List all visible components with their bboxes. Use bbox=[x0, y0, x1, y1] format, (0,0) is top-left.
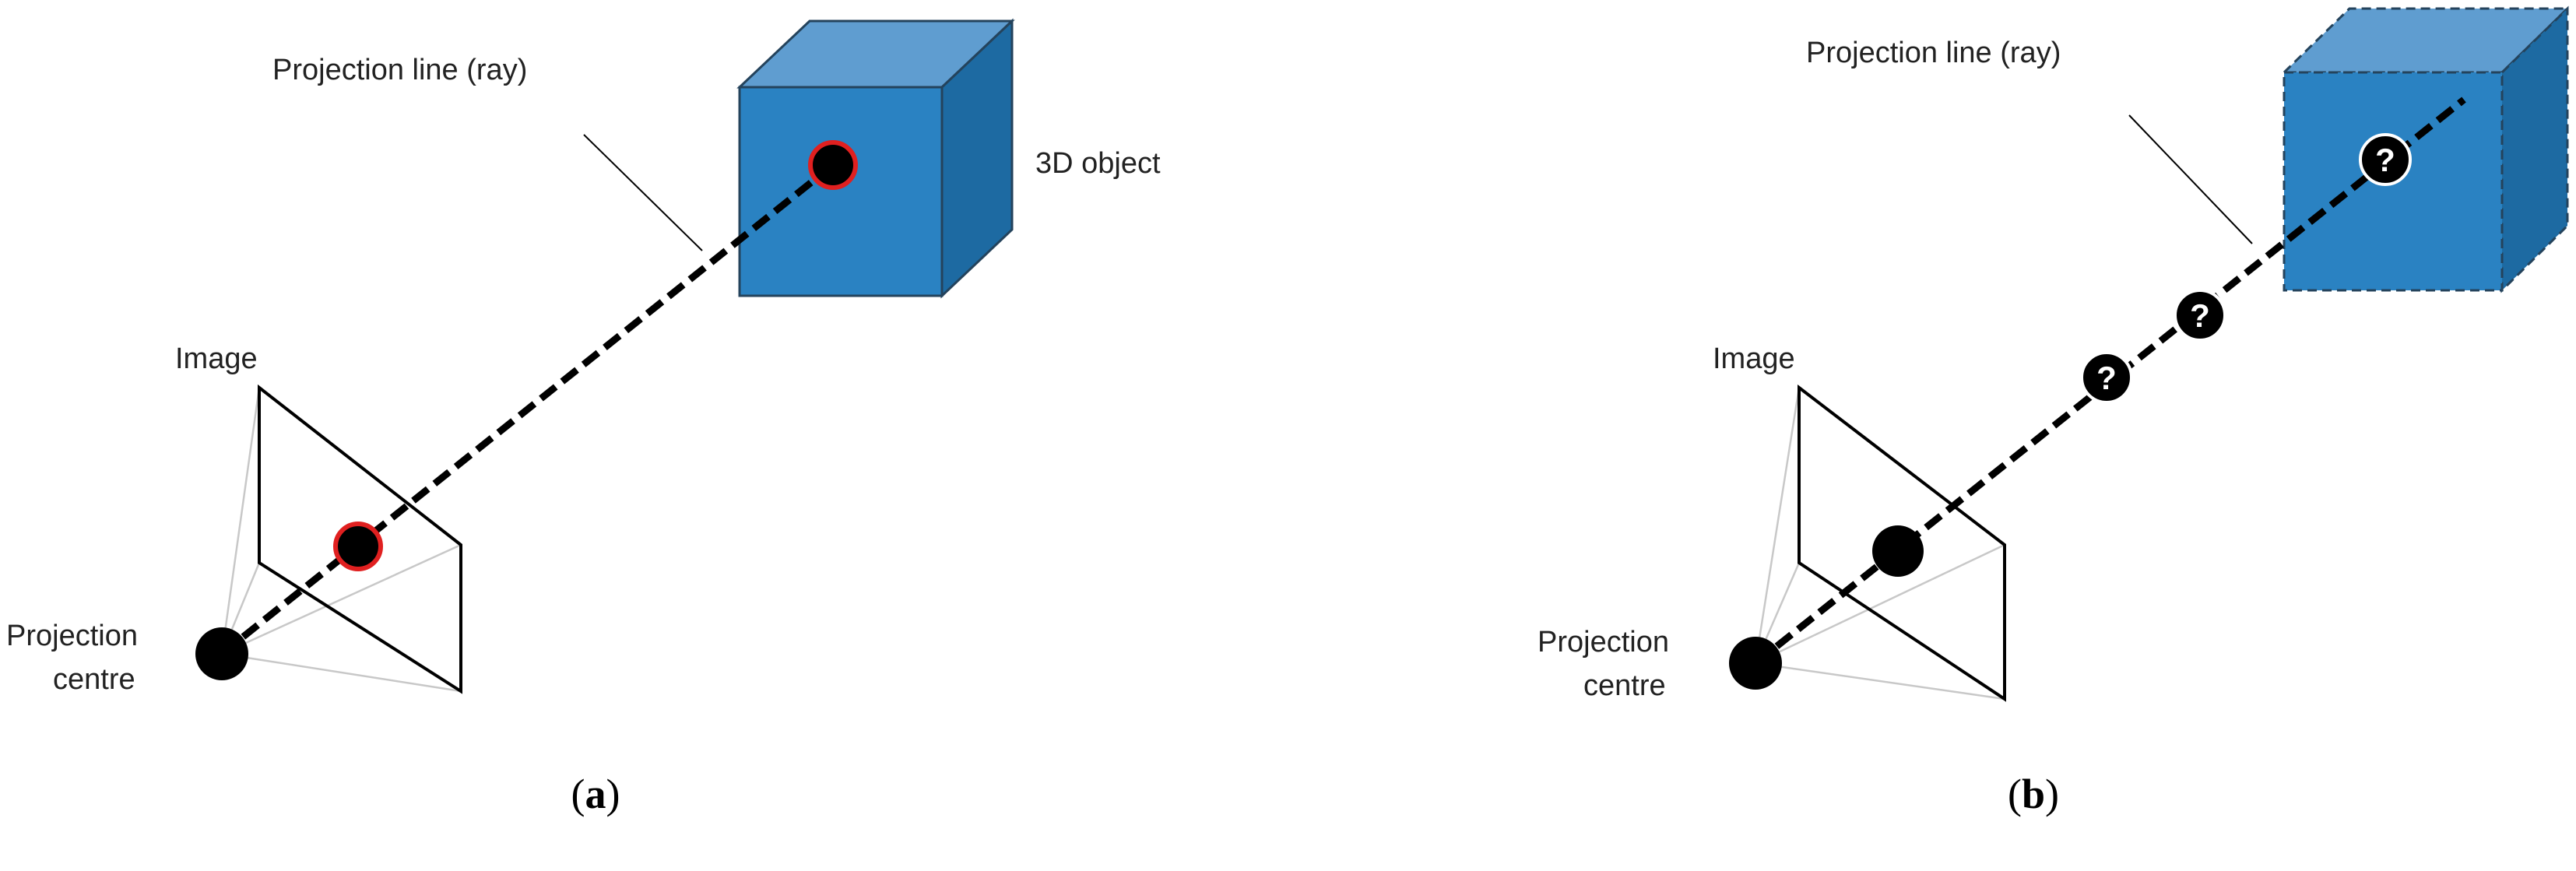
panel-b: ? ? ? Projection line (ray) Image Projec… bbox=[1538, 5, 2571, 817]
ray-label-b: Projection line (ray) bbox=[1806, 37, 2061, 69]
unknown-point-2: ? bbox=[2174, 289, 2226, 342]
frustum-b bbox=[1754, 387, 2005, 701]
caption-a: (a) bbox=[571, 771, 620, 817]
unknown-symbol-2: ? bbox=[2190, 297, 2210, 334]
image-label-a: Image bbox=[175, 342, 258, 375]
caption-b: (b) bbox=[2008, 771, 2059, 817]
projection-centre-label-b-line1: Projection bbox=[1538, 626, 1669, 659]
unknown-point-1: ? bbox=[2080, 351, 2133, 404]
ray-leader-b bbox=[2128, 114, 2253, 244]
cube-a-front bbox=[738, 86, 944, 297]
cube-b bbox=[2281, 5, 2571, 293]
image-plane-b bbox=[1798, 384, 2006, 702]
cube-b-side bbox=[2500, 5, 2569, 293]
projection-centre-b bbox=[1729, 637, 1782, 690]
unknown-point-3: ? bbox=[2359, 133, 2412, 186]
object-point-a bbox=[808, 140, 858, 190]
projection-centre-a bbox=[195, 627, 248, 680]
image-label-b: Image bbox=[1713, 342, 1795, 375]
image-point-b bbox=[1872, 525, 1924, 577]
projection-centre-label-a-line1: Projection bbox=[6, 620, 138, 652]
panel-a: Projection line (ray) 3D object Image Pr… bbox=[6, 18, 1161, 817]
image-point-a bbox=[333, 522, 383, 571]
projection-centre-label-a-line2: centre bbox=[53, 663, 135, 696]
projection-ray-a bbox=[220, 162, 835, 657]
image-plane-a bbox=[258, 384, 462, 694]
ray-leader-a bbox=[583, 134, 703, 251]
projection-centre-label-b-line2: centre bbox=[1583, 669, 1666, 702]
ray-label-a: Projection line (ray) bbox=[272, 54, 527, 86]
unknown-symbol-3: ? bbox=[2375, 142, 2395, 178]
unknown-symbol-1: ? bbox=[2096, 360, 2117, 396]
cube-a bbox=[736, 18, 1015, 299]
object-label-a: 3D object bbox=[1035, 147, 1161, 180]
